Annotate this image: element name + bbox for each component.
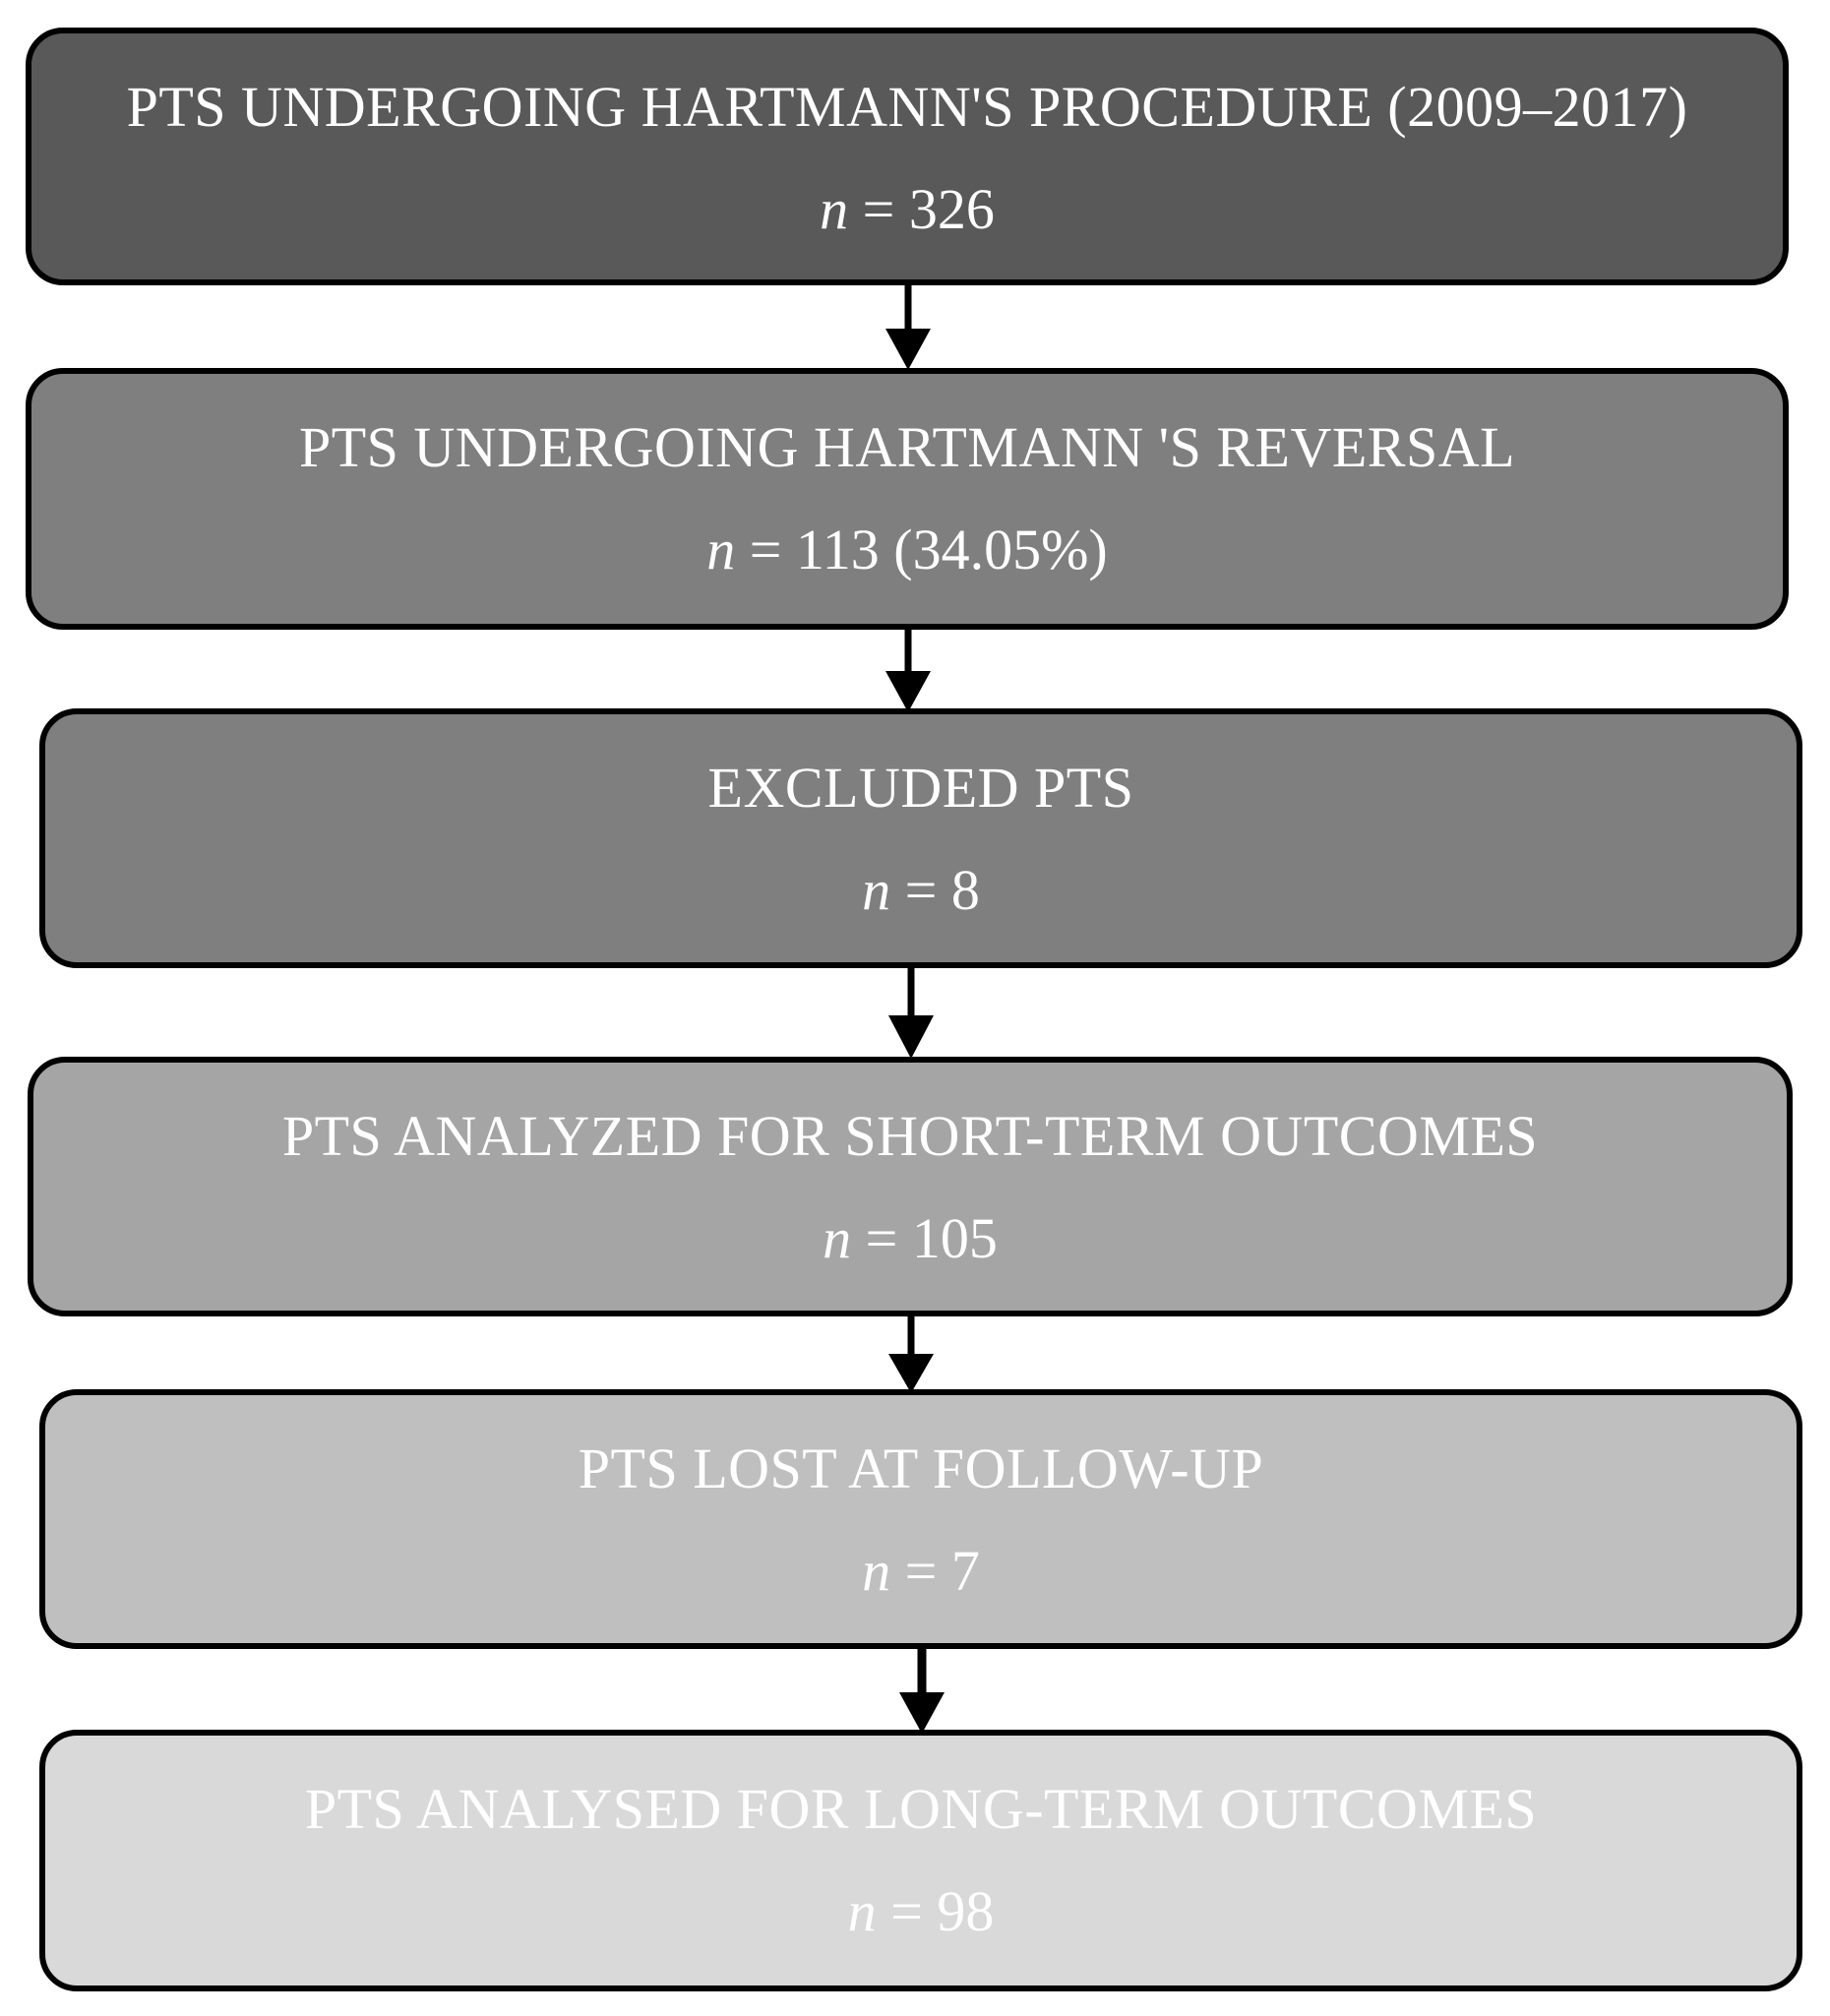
down-arrow-icon: [899, 1649, 945, 1734]
box-count: n = 7: [45, 1543, 1797, 1600]
count-value: = 113 (34.05%): [749, 518, 1108, 581]
flow-box-lost-follow-up: PTS LOST AT FOLLOW-UP n = 7: [39, 1389, 1802, 1649]
box-count: n = 105: [33, 1210, 1787, 1267]
n-symbol: n: [820, 177, 849, 241]
flow-box-short-term: PTS ANALYZED FOR SHORT-TERM OUTCOMES n =…: [28, 1057, 1793, 1316]
n-symbol: n: [823, 1206, 852, 1270]
count-value: = 8: [904, 858, 980, 922]
n-symbol: n: [706, 518, 736, 581]
flow-box-long-term: PTS ANALYSED FOR LONG-TERM OUTCOMES n = …: [39, 1730, 1802, 1991]
down-arrow-icon: [888, 1316, 934, 1393]
count-value: = 98: [890, 1879, 995, 1943]
n-symbol: n: [847, 1879, 877, 1943]
flow-box-hartmann-procedure: PTS UNDERGOING HARTMANN'S PROCEDURE (200…: [26, 28, 1789, 285]
box-count: n = 326: [31, 181, 1783, 238]
count-value: = 326: [862, 177, 995, 241]
box-count: n = 8: [45, 862, 1797, 919]
count-value: = 105: [865, 1206, 998, 1270]
box-title: PTS ANALYSED FOR LONG-TERM OUTCOMES: [304, 1777, 1538, 1841]
down-arrow-icon: [885, 630, 931, 712]
n-symbol: n: [862, 1539, 891, 1603]
down-arrow-icon: [888, 968, 934, 1059]
box-title: PTS ANALYZED FOR SHORT-TERM OUTCOMES: [281, 1104, 1539, 1168]
box-title: PTS UNDERGOING HARTMANN'S PROCEDURE (200…: [126, 75, 1688, 139]
flow-box-hartmann-reversal: PTS UNDERGOING HARTMANN 'S REVERSAL n = …: [26, 368, 1789, 630]
box-title: EXCLUDED PTS: [707, 756, 1134, 820]
box-count: n = 113 (34.05%): [31, 521, 1783, 579]
n-symbol: n: [862, 858, 891, 922]
flow-box-excluded: EXCLUDED PTS n = 8: [39, 708, 1802, 968]
box-count: n = 98: [45, 1883, 1797, 1940]
count-value: = 7: [904, 1539, 980, 1603]
down-arrow-icon: [885, 285, 931, 370]
box-title: PTS LOST AT FOLLOW-UP: [578, 1436, 1264, 1500]
box-title: PTS UNDERGOING HARTMANN 'S REVERSAL: [298, 415, 1516, 479]
